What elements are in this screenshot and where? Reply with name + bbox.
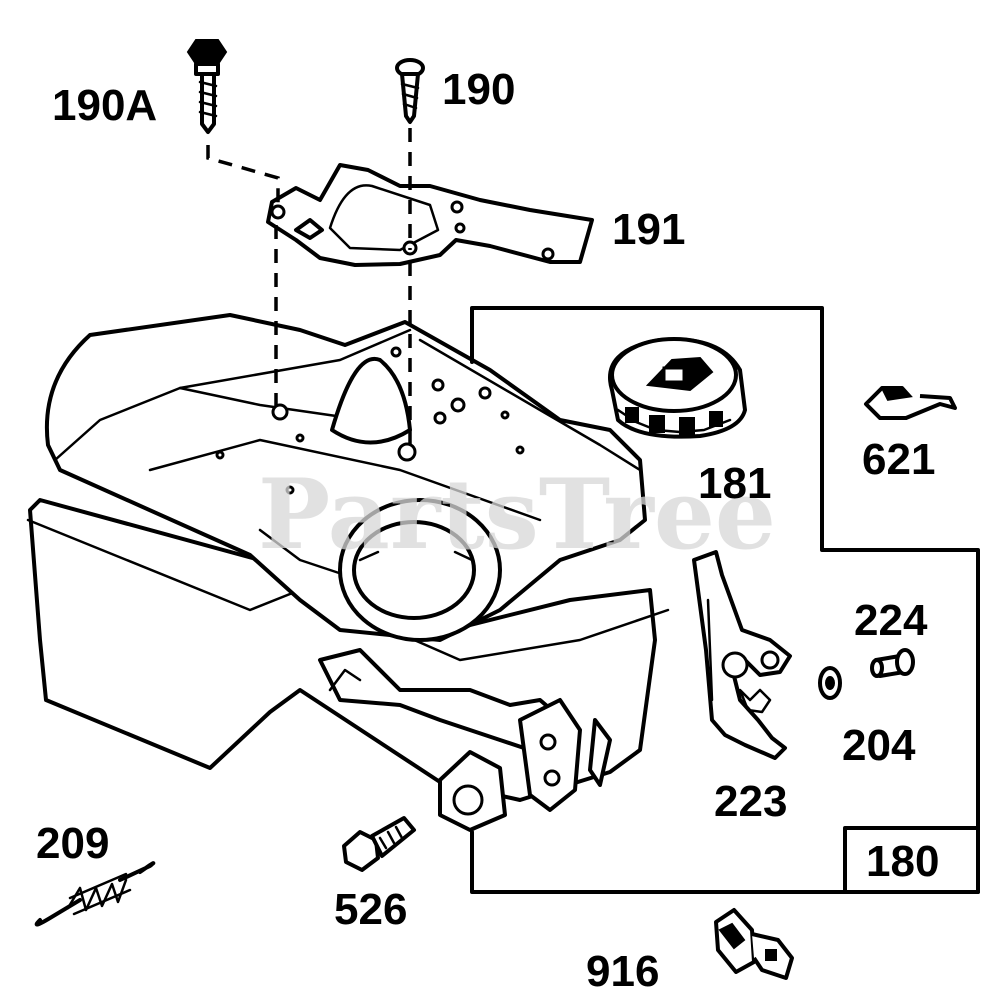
- clip-916: [714, 908, 794, 980]
- screw-190a: [186, 39, 228, 134]
- label-209: 209: [36, 819, 109, 868]
- washer-204: [818, 666, 842, 700]
- fuel-cap-181: [608, 337, 747, 439]
- label-224: 224: [854, 596, 928, 645]
- spring-209: [34, 861, 156, 927]
- watermark: PartsTree: [258, 458, 776, 571]
- label-190a: 190A: [52, 81, 157, 130]
- kit-180-outline: [470, 306, 980, 894]
- pin-224: [870, 648, 915, 678]
- label-191: 191: [612, 205, 685, 254]
- label-526: 526: [334, 885, 407, 934]
- bracket-191: [266, 163, 594, 267]
- bolt-526: [342, 816, 416, 872]
- label-190: 190: [442, 65, 515, 114]
- assembly-line-190a: [206, 145, 280, 205]
- label-180: 180: [866, 837, 939, 886]
- clip-621: [864, 386, 957, 420]
- fuel-tank: [26, 313, 670, 832]
- label-916: 916: [586, 947, 659, 996]
- label-204: 204: [842, 721, 916, 770]
- label-621: 621: [862, 435, 935, 484]
- screw-190: [395, 58, 425, 124]
- label-181: 181: [698, 459, 771, 508]
- control-link-223: [692, 550, 792, 760]
- label-223: 223: [714, 777, 787, 826]
